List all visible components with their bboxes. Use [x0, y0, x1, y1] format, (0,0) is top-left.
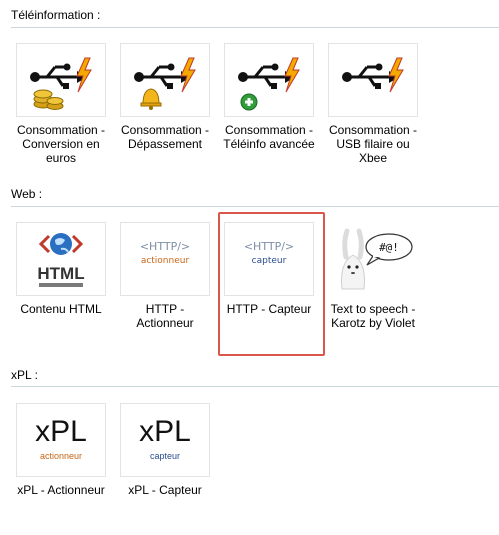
tile-xpl-actionneur[interactable]: xPL actionneur xPL - Actionneur [10, 403, 112, 497]
tile-conso-depassement[interactable]: Consommation - Dépassement [114, 43, 216, 151]
tile-conso-euros[interactable]: Consommation - Conversion en euros [10, 43, 112, 165]
http-icon-text: <HTTP/> [139, 240, 191, 253]
tile-contenu-html[interactable]: HTML Contenu HTML [10, 222, 112, 316]
xpl-icon-subtext: capteur [149, 451, 181, 461]
xpl-icon-text: xPL [35, 415, 87, 448]
tile-label: Consommation - Conversion en euros [16, 123, 106, 165]
html-globe-icon: HTML [16, 222, 106, 296]
tile-label: Contenu HTML [20, 302, 102, 316]
http-icon-subtext: actionneur [140, 256, 190, 266]
tile-label: Consommation - Dépassement [120, 123, 210, 151]
karotz-rabbit-icon: #@! [328, 222, 418, 296]
tile-conso-teleinfo-avancee[interactable]: Consommation - Téléinfo avancée [218, 43, 320, 151]
tile-label: HTTP - Actionneur [136, 302, 194, 330]
tile-http-actionneur[interactable]: <HTTP/> actionneur HTTP - Actionneur [114, 222, 216, 330]
http-actionneur-icon: <HTTP/> actionneur [120, 222, 210, 296]
tile-label: Consommation - USB filaire ou Xbee [328, 123, 418, 165]
xpl-icon-subtext: actionneur [39, 451, 83, 461]
section-divider [11, 27, 499, 28]
tile-label: xPL - Capteur [128, 483, 202, 497]
http-icon-text: <HTTP/> [243, 240, 295, 253]
tile-label: HTTP - Capteur [226, 302, 312, 316]
usb-plus-icon [224, 43, 314, 117]
http-icon-subtext: capteur [251, 256, 287, 266]
tile-http-capteur[interactable]: <HTTP/> capteur HTTP - Capteur [218, 222, 320, 316]
section-divider [11, 386, 499, 387]
speech-bubble-text: #@! [379, 241, 399, 254]
tile-label: Consommation - Téléinfo avancée [223, 123, 315, 151]
xpl-icon-text: xPL [139, 415, 191, 448]
selection-highlight [218, 212, 325, 356]
usb-euros-icon [16, 43, 106, 117]
xpl-capteur-icon: xPL capteur [120, 403, 210, 477]
http-capteur-icon: <HTTP/> capteur [224, 222, 314, 296]
section-title-web: Web : [11, 187, 43, 201]
tile-conso-usb-xbee[interactable]: Consommation - USB filaire ou Xbee [322, 43, 424, 165]
usb-icon [328, 43, 418, 117]
tile-text-to-speech-karotz[interactable]: #@! Text to speech - Karotz by Violet [322, 222, 424, 330]
usb-bell-icon [120, 43, 210, 117]
tile-label: Text to speech - Karotz by Violet [330, 302, 416, 330]
html-icon-text: HTML [37, 264, 84, 283]
section-title-teleinformation: Téléinformation : [11, 8, 101, 22]
tile-label: xPL - Actionneur [17, 483, 105, 497]
tile-xpl-capteur[interactable]: xPL capteur xPL - Capteur [114, 403, 216, 497]
section-divider [11, 206, 499, 207]
section-title-xpl: xPL : [11, 368, 38, 382]
xpl-actionneur-icon: xPL actionneur [16, 403, 106, 477]
